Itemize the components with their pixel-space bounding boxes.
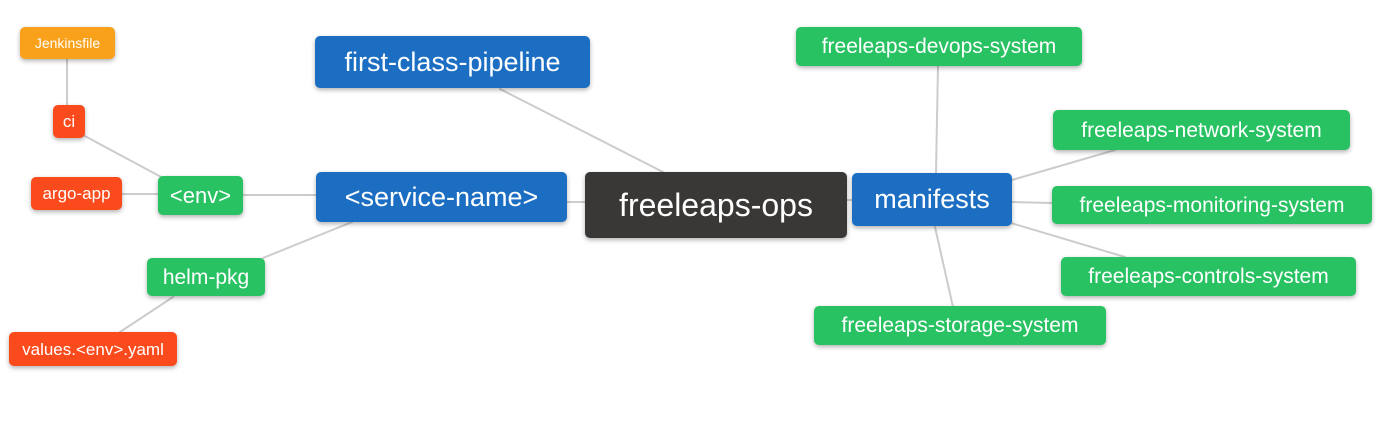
edge-first-class-pipeline-root <box>499 88 664 173</box>
edge-manifests-devops-system <box>935 65 939 173</box>
node-argo-app[interactable]: argo-app <box>31 177 122 210</box>
node-freeleaps-ops-root[interactable]: freeleaps-ops <box>585 172 847 238</box>
node-service-name[interactable]: <service-name> <box>316 172 567 222</box>
node-freeleaps-network-system[interactable]: freeleaps-network-system <box>1053 110 1350 150</box>
node-jenkinsfile[interactable]: Jenkinsfile <box>20 27 115 59</box>
edge-values-helm-pkg <box>119 296 174 333</box>
edge-ci-env <box>82 134 164 179</box>
node-first-class-pipeline[interactable]: first-class-pipeline <box>315 36 590 88</box>
node-freeleaps-devops-system[interactable]: freeleaps-devops-system <box>796 27 1082 66</box>
node-freeleaps-storage-system[interactable]: freeleaps-storage-system <box>814 306 1106 345</box>
node-helm-pkg[interactable]: helm-pkg <box>147 258 265 296</box>
edge-helm-pkg-service-name <box>262 221 353 259</box>
node-freeleaps-controls-system[interactable]: freeleaps-controls-system <box>1061 257 1356 296</box>
edge-manifests-network-system <box>1011 149 1116 181</box>
node-freeleaps-monitoring-system[interactable]: freeleaps-monitoring-system <box>1052 186 1372 224</box>
node-ci[interactable]: ci <box>53 105 85 138</box>
edge-manifests-storage-system <box>934 226 954 308</box>
edge-manifests-controls-system <box>1010 222 1126 258</box>
node-manifests[interactable]: manifests <box>852 173 1012 226</box>
node-values-env-yaml[interactable]: values.<env>.yaml <box>9 332 177 366</box>
node-env[interactable]: <env> <box>158 176 243 215</box>
edge-manifests-monitoring-system <box>1011 201 1053 204</box>
